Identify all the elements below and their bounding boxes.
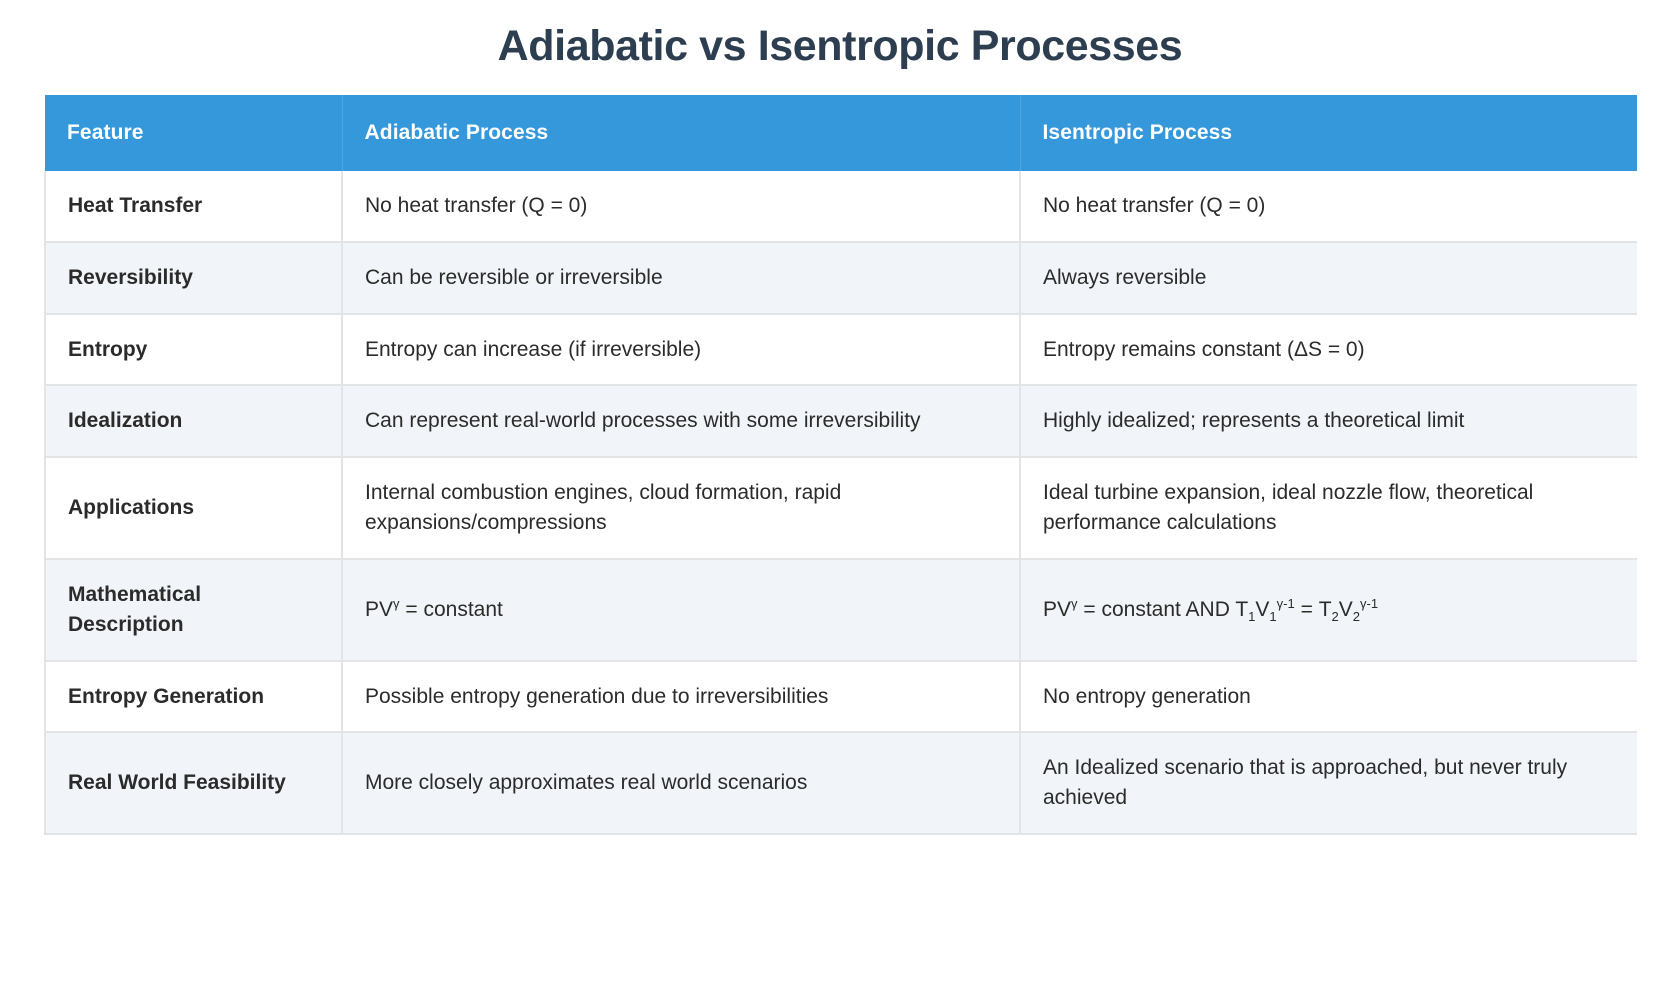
- adiabatic-cell: More closely approximates real world sce…: [342, 732, 1021, 835]
- adiabatic-cell: Internal combustion engines, cloud forma…: [342, 457, 1021, 560]
- isentropic-cell: Highly idealized; represents a theoretic…: [1020, 385, 1637, 459]
- page-title: Adiabatic vs Isentropic Processes: [497, 22, 1183, 70]
- adiabatic-cell: No heat transfer (Q = 0): [342, 171, 1021, 243]
- feature-label: Entropy Generation: [44, 660, 343, 734]
- comparison-table: Feature Adiabatic Process Isentropic Pro…: [44, 95, 1637, 835]
- column-header-isentropic: Isentropic Process: [1020, 95, 1637, 171]
- adiabatic-cell: Possible entropy generation due to irrev…: [342, 660, 1021, 734]
- isentropic-cell: Always reversible: [1020, 241, 1637, 315]
- feature-label: Entropy: [44, 313, 343, 387]
- isentropic-cell: No entropy generation: [1020, 660, 1637, 734]
- feature-label: Applications: [44, 457, 343, 560]
- adiabatic-cell: Entropy can increase (if irreversible): [342, 313, 1021, 387]
- column-header-feature: Feature: [45, 95, 343, 171]
- isentropic-cell: Entropy remains constant (ΔS = 0): [1020, 313, 1637, 387]
- adiabatic-cell: Can represent real-world processes with …: [342, 385, 1021, 459]
- adiabatic-cell: Can be reversible or irreversible: [342, 241, 1021, 315]
- adiabatic-cell: PVγ = constant: [342, 558, 1021, 662]
- column-header-adiabatic: Adiabatic Process: [342, 95, 1021, 171]
- isentropic-cell: PVγ = constant AND T1V1γ-1 = T2V2γ-1: [1020, 558, 1637, 662]
- table-header-row: Feature Adiabatic Process Isentropic Pro…: [45, 95, 1637, 171]
- isentropic-cell: An Idealized scenario that is approached…: [1020, 732, 1637, 835]
- isentropic-cell: No heat transfer (Q = 0): [1020, 171, 1637, 243]
- feature-label: Reversibility: [44, 241, 343, 315]
- isentropic-cell: Ideal turbine expansion, ideal nozzle fl…: [1020, 457, 1637, 560]
- feature-label: Mathematical Description: [44, 558, 343, 662]
- table-header: Feature Adiabatic Process Isentropic Pro…: [45, 95, 1637, 171]
- feature-label: Heat Transfer: [44, 171, 343, 243]
- feature-label: Idealization: [44, 385, 343, 459]
- feature-label: Real World Feasibility: [44, 732, 343, 835]
